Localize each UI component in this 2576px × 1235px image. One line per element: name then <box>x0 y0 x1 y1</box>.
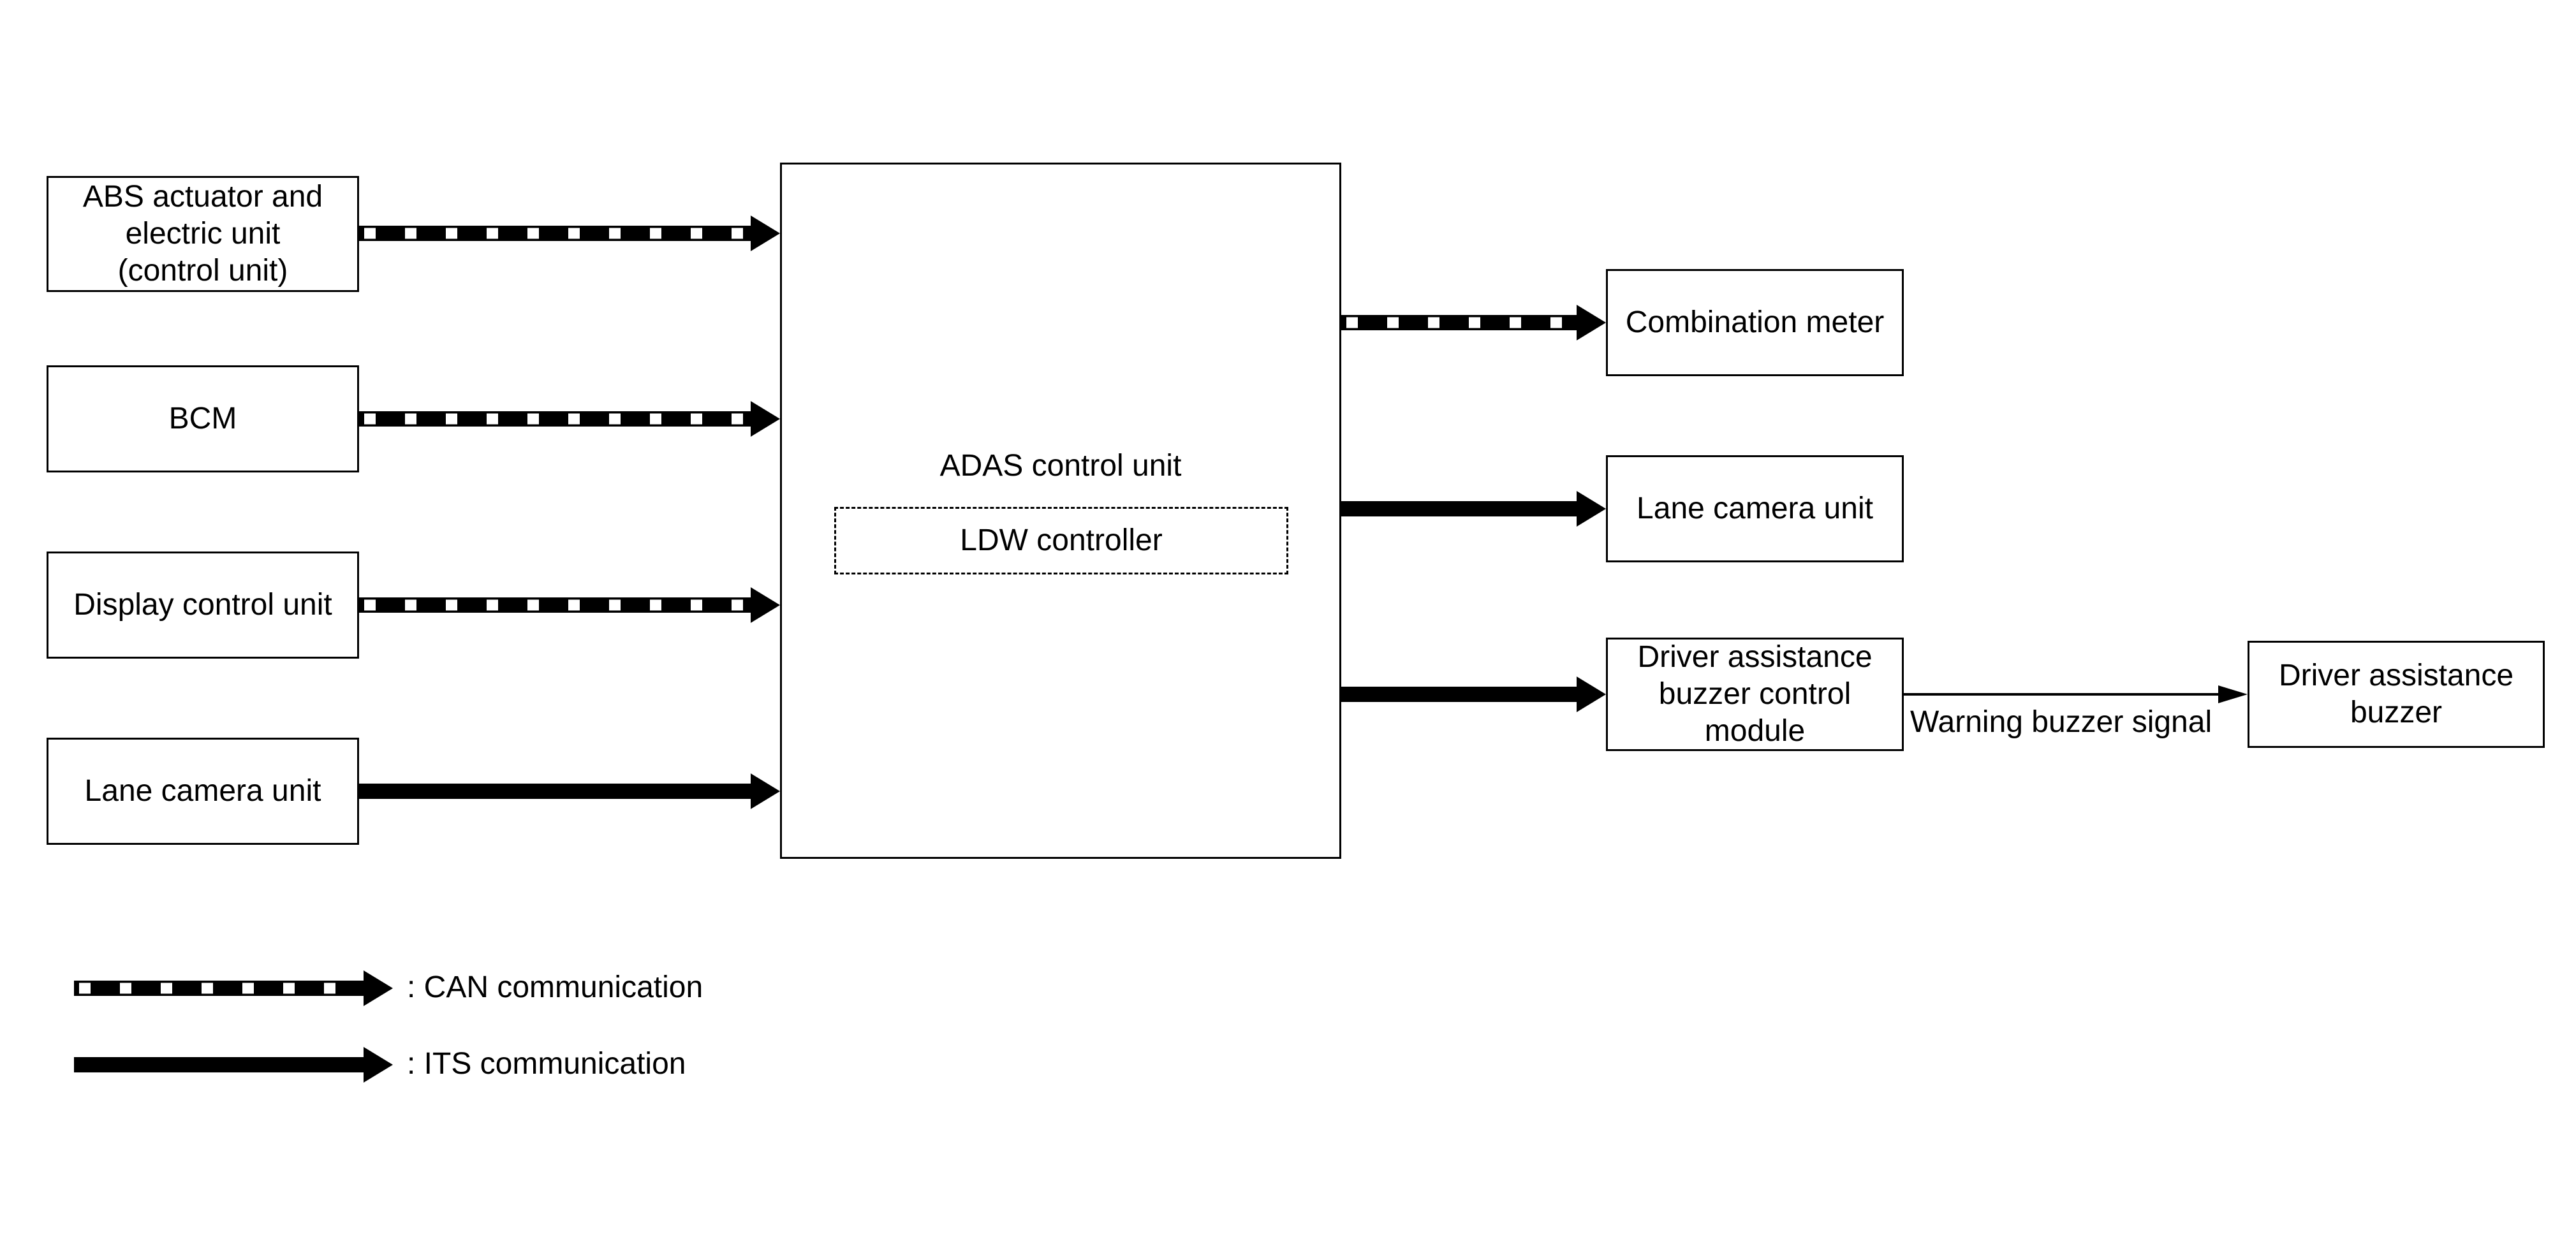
adas-control-unit-title: ADAS control unit <box>939 449 1182 483</box>
legend-can-label: : CAN communication <box>407 970 703 1004</box>
ldw-controller-label: LDW controller <box>960 523 1163 557</box>
legend-its-label: : ITS communication <box>407 1047 686 1081</box>
bcm-label: BCM <box>168 402 237 435</box>
adas-to-buzzer-module-arrow <box>1341 676 1606 712</box>
adas-control-unit-box <box>780 163 1341 859</box>
bcm-box: BCM <box>47 365 359 472</box>
adas-to-combination-meter-arrow <box>1341 305 1606 340</box>
driver-assistance-buzzer-label: Driver assistance buzzer <box>2278 659 2514 729</box>
buzzer-control-module-label: Driver assistance buzzer control module <box>1637 640 1873 748</box>
display-to-adas-arrow <box>359 587 780 623</box>
bcm-to-adas-arrow <box>359 401 780 437</box>
display-control-unit-label: Display control unit <box>73 588 332 622</box>
lane-camera-unit-input-label: Lane camera unit <box>84 774 321 808</box>
lane-camera-unit-output-box: Lane camera unit <box>1606 455 1904 562</box>
abs-unit-box: ABS actuator and electric unit (control … <box>47 176 359 292</box>
warning-buzzer-signal-label: Warning buzzer signal <box>1910 705 2212 739</box>
combination-meter-label: Combination meter <box>1625 305 1885 339</box>
adas-to-lane-camera-arrow <box>1341 491 1606 527</box>
ldw-controller-box: LDW controller <box>834 507 1288 574</box>
lane-camera-to-adas-arrow <box>359 773 780 809</box>
warning-signal-arrowhead <box>2218 685 2248 703</box>
legend-its-arrow <box>74 1047 393 1083</box>
buzzer-control-module-box: Driver assistance buzzer control module <box>1606 638 1904 751</box>
abs-to-adas-arrow <box>359 216 780 251</box>
lane-camera-unit-input-box: Lane camera unit <box>47 738 359 845</box>
combination-meter-box: Combination meter <box>1606 269 1904 376</box>
driver-assistance-buzzer-box: Driver assistance buzzer <box>2248 641 2545 748</box>
legend-can-arrow <box>74 970 393 1006</box>
abs-unit-label: ABS actuator and electric unit (control … <box>82 180 323 288</box>
display-control-unit-box: Display control unit <box>47 552 359 659</box>
lane-camera-unit-output-label: Lane camera unit <box>1637 492 1873 525</box>
